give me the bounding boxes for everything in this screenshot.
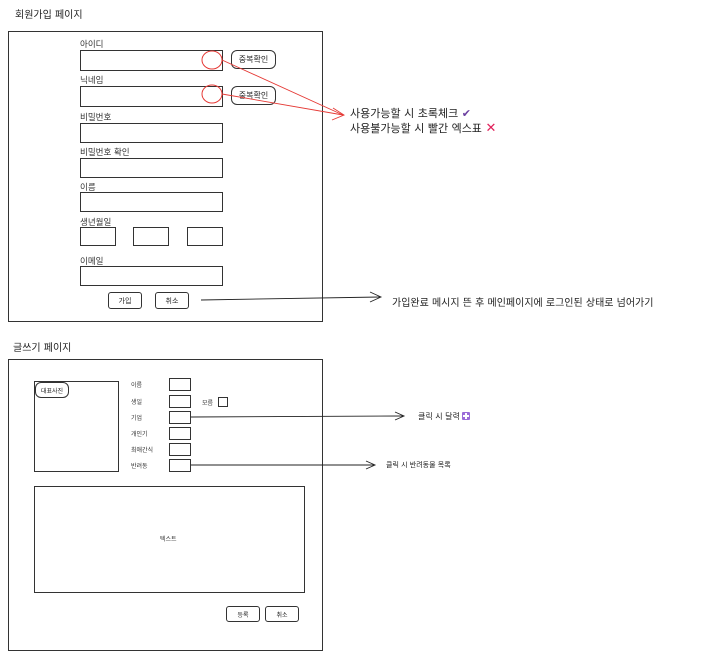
password-confirm-label: 비밀번호 확인 bbox=[80, 148, 130, 158]
join-arrowhead bbox=[369, 291, 383, 303]
pet-label: 반려동 bbox=[131, 463, 148, 470]
note-calendar: 클릭 시 달력 bbox=[418, 411, 471, 422]
name-label: 이름 bbox=[80, 183, 96, 193]
birth-year-input[interactable] bbox=[80, 227, 116, 246]
calendar-arrowhead bbox=[394, 411, 406, 421]
note-join: 가입완료 메시지 뜬 후 메인페이지에 로그인된 상태로 넘어가기 bbox=[392, 298, 654, 309]
write-name-input[interactable] bbox=[169, 378, 191, 391]
representative-photo-label: 대표사진 bbox=[35, 382, 69, 398]
pet-arrowhead bbox=[365, 460, 377, 470]
id-arrow-line bbox=[221, 59, 344, 116]
signup-page-title: 회원가입 페이지 bbox=[15, 10, 83, 21]
calendar-icon bbox=[462, 412, 471, 420]
birth-month-input[interactable] bbox=[133, 227, 169, 246]
species-label: 기업 bbox=[131, 415, 143, 422]
nickname-label: 닉네임 bbox=[80, 76, 104, 86]
nickname-arrow-line bbox=[221, 93, 344, 116]
write-cancel-button[interactable]: 취소 bbox=[265, 606, 299, 622]
join-arrow-line bbox=[200, 296, 381, 301]
name-input[interactable] bbox=[80, 192, 223, 212]
birth-input[interactable] bbox=[169, 395, 191, 408]
password-input[interactable] bbox=[80, 123, 223, 143]
email-input[interactable] bbox=[80, 266, 223, 286]
red-arrowhead bbox=[331, 107, 345, 121]
nickname-input[interactable] bbox=[80, 86, 223, 107]
check-icon: ✔ bbox=[461, 107, 471, 120]
x-mark-icon: ✕ bbox=[485, 121, 497, 136]
signup-cancel-button[interactable]: 취소 bbox=[155, 292, 189, 309]
favorite-snack-label: 최애간식 bbox=[131, 447, 154, 454]
write-page-title: 글쓰기 페이지 bbox=[13, 343, 72, 354]
text-area-label: 텍스트 bbox=[160, 536, 177, 543]
password-label: 비밀번호 bbox=[80, 113, 112, 123]
write-name-label: 이름 bbox=[131, 382, 143, 389]
note-unavailable: 사용불가능할 시 빨간 엑스표 ✕ bbox=[350, 121, 497, 136]
id-label: 아이디 bbox=[80, 40, 104, 50]
join-button[interactable]: 가입 bbox=[108, 292, 142, 309]
text-area[interactable] bbox=[34, 486, 305, 593]
personality-label: 개인기 bbox=[131, 431, 148, 438]
birth-day-input[interactable] bbox=[187, 227, 223, 246]
password-confirm-input[interactable] bbox=[80, 158, 223, 178]
unknown-checkbox[interactable] bbox=[218, 397, 228, 407]
unknown-label: 모름 bbox=[202, 400, 214, 407]
submit-button[interactable]: 등록 bbox=[226, 606, 260, 622]
calendar-arrow-line bbox=[190, 415, 404, 418]
birthdate-label: 생년월일 bbox=[80, 218, 112, 228]
personality-input[interactable] bbox=[169, 427, 191, 440]
pet-input[interactable] bbox=[169, 459, 191, 472]
favorite-snack-input[interactable] bbox=[169, 443, 191, 456]
email-label: 이메일 bbox=[80, 257, 104, 267]
birth-label: 생일 bbox=[131, 399, 143, 406]
note-available: 사용가능할 시 초록체크 ✔ bbox=[350, 107, 471, 120]
note-pet-list: 클릭 시 반려동물 목록 bbox=[386, 461, 451, 469]
species-input[interactable] bbox=[169, 411, 191, 424]
id-dup-check-button[interactable]: 중복확인 bbox=[231, 50, 276, 69]
